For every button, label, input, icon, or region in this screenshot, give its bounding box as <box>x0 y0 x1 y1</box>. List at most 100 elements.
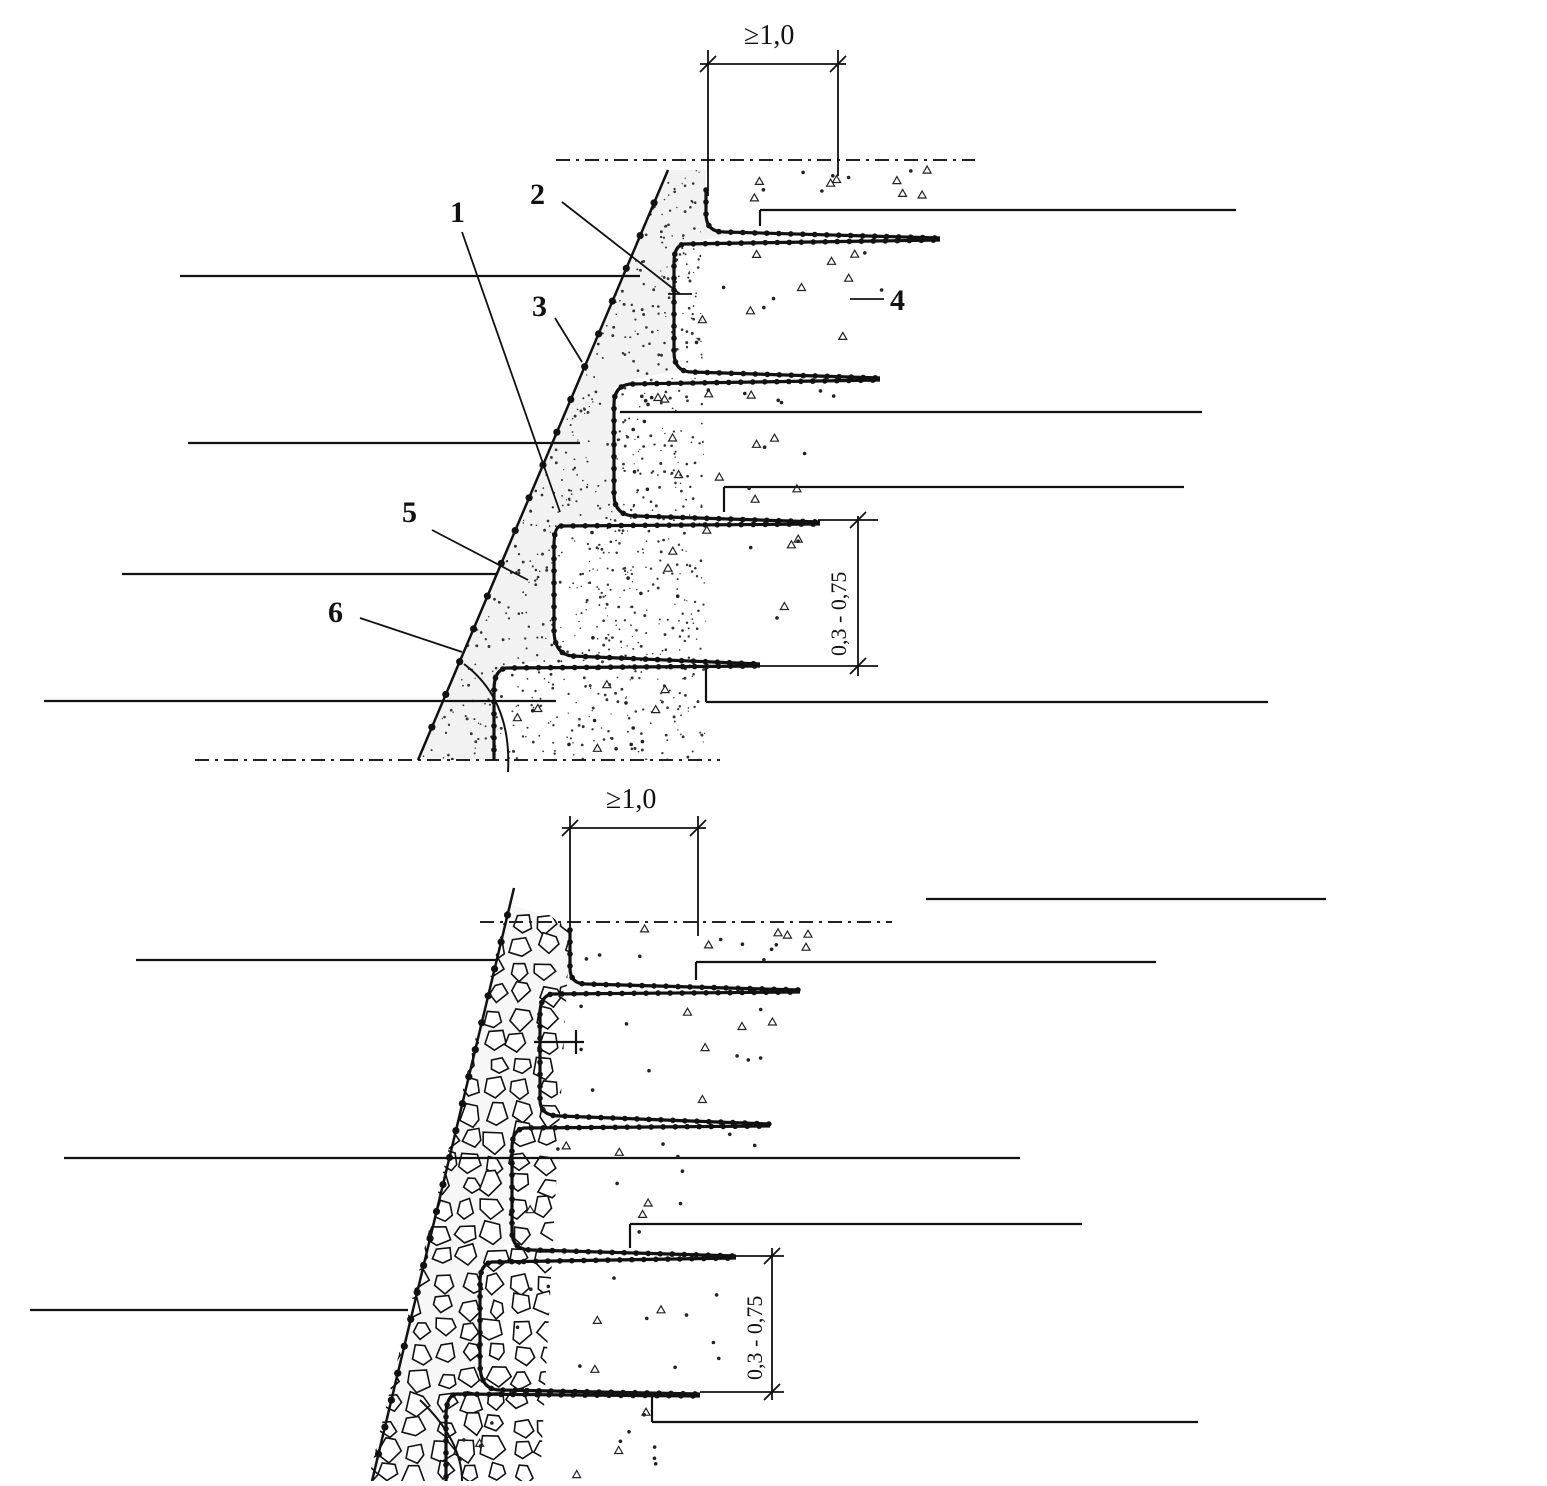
stone <box>511 1099 534 1124</box>
sand-dot <box>623 262 627 265</box>
sand-dot <box>692 317 696 321</box>
sand-dot <box>457 418 461 422</box>
reinforcement-bead <box>509 1232 515 1238</box>
sand-dot <box>642 313 646 316</box>
sand-dot <box>553 355 555 358</box>
reinforcement-bead <box>846 377 852 384</box>
sand-dot <box>473 752 476 755</box>
reinforcement-bead <box>699 984 705 991</box>
sand-dot <box>650 471 653 474</box>
stone <box>382 1273 406 1297</box>
sand-dot <box>527 238 529 240</box>
reinforcement-bead <box>675 983 681 990</box>
sand-dot <box>548 196 551 200</box>
reinforcement-bead <box>621 1249 627 1256</box>
sand-dot <box>551 562 553 564</box>
concrete-dot <box>678 1201 683 1206</box>
stone <box>452 909 480 938</box>
sand-dot <box>490 374 494 377</box>
sand-dot <box>443 459 447 462</box>
reinforcement-bead <box>715 989 721 996</box>
sand-dot <box>584 412 586 414</box>
sand-dot <box>609 588 612 591</box>
concrete-aggregate <box>703 939 714 949</box>
sand-dot <box>534 432 537 435</box>
sand-dot <box>531 740 535 744</box>
sand-dot <box>684 694 687 697</box>
sand-dot <box>437 223 439 226</box>
sand-dot <box>513 544 517 548</box>
sand-dot <box>586 326 588 328</box>
sand-dot <box>635 629 638 632</box>
sand-dot <box>596 504 600 507</box>
concrete-aggregate <box>525 1204 536 1214</box>
reinforcement-bead <box>600 1124 606 1131</box>
sand-dot <box>692 305 695 307</box>
concrete-aggregate <box>589 1364 600 1373</box>
slope-point <box>484 992 492 1000</box>
sand-dot <box>682 312 684 315</box>
sand-dot <box>441 323 445 327</box>
stone <box>368 1320 372 1342</box>
reinforcement-bead <box>594 1392 600 1398</box>
stone <box>459 931 482 955</box>
sand-dot <box>685 563 689 567</box>
sand-dot <box>442 569 445 572</box>
stone <box>386 1173 409 1196</box>
sand-dot <box>517 377 521 381</box>
reinforcement-bead <box>714 522 720 528</box>
sand-dot <box>425 677 428 681</box>
top-figure: 1 2 3 4 5 6 ≥1,0 0,3 - 0,75 <box>44 20 1268 773</box>
sand-dot <box>683 676 687 680</box>
sand-dot <box>660 353 663 357</box>
stone <box>483 1010 503 1029</box>
slope-point <box>456 658 464 666</box>
sand-dot <box>557 265 561 269</box>
reinforcement-bead <box>788 231 794 237</box>
sand-dot <box>596 342 600 346</box>
sand-dot <box>488 703 492 706</box>
sand-dot <box>624 336 627 339</box>
sand-dot <box>473 385 477 388</box>
reinforcement-bead <box>618 522 624 529</box>
reinforcement-bead <box>630 522 636 529</box>
sand-dot <box>573 266 576 269</box>
sand-dot <box>493 535 496 539</box>
reinforcement-bead <box>678 657 685 664</box>
reinforcement-bead <box>611 405 617 412</box>
reinforcement-bead <box>690 380 696 386</box>
reinforcement-bead <box>667 990 673 996</box>
concrete-dot <box>640 739 645 744</box>
reinforcement-bead <box>858 377 864 384</box>
sand-dot <box>661 241 664 244</box>
reinforcement-bead <box>702 380 708 386</box>
sand-dot <box>596 249 600 253</box>
sand-dot <box>718 288 719 289</box>
sand-dot <box>579 627 582 629</box>
reinforcement-bead <box>732 1123 738 1130</box>
stone <box>368 1007 378 1030</box>
sand-dot <box>632 309 636 313</box>
reinforcement-bead <box>533 1258 539 1265</box>
sand-dot <box>679 482 682 485</box>
reinforcement-bead <box>443 1438 449 1444</box>
callout-4: 4 <box>890 284 905 317</box>
sand-dot <box>707 577 708 581</box>
slope-point <box>413 1288 421 1296</box>
sand-dot <box>420 604 423 608</box>
stone <box>428 1031 453 1055</box>
sand-dot <box>529 560 532 562</box>
reinforcement-bead <box>610 1115 616 1121</box>
sand-dot <box>623 419 627 422</box>
sand-dot <box>454 228 456 231</box>
sand-dot <box>657 363 660 366</box>
sand-dot <box>496 407 499 410</box>
reinforcement-bead <box>595 664 602 671</box>
sand-dot <box>678 635 682 638</box>
top-dim-vertical <box>760 511 878 676</box>
sand-dot <box>450 757 454 760</box>
concrete-dot <box>820 189 824 193</box>
sand-dot <box>531 565 534 568</box>
concrete-dot <box>831 174 835 178</box>
sand-dot <box>651 170 655 173</box>
